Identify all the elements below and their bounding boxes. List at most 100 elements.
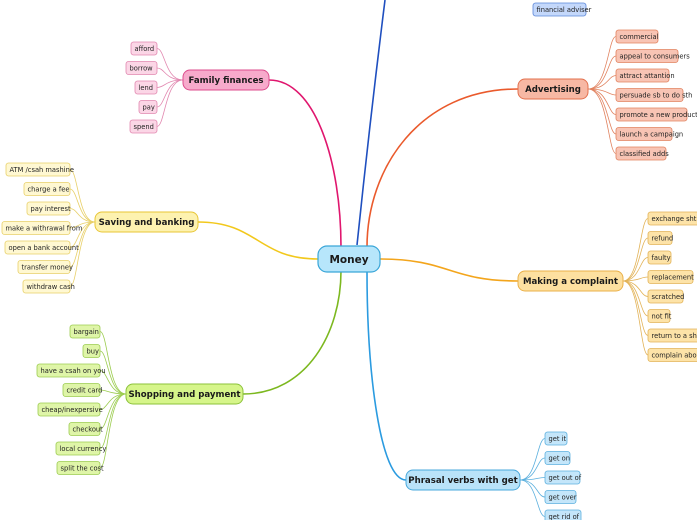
central-node-label: Money xyxy=(329,254,368,266)
leaf-label: transfer money xyxy=(22,264,73,272)
leaf-label: classified adds xyxy=(620,150,670,158)
leaf-label: faulty xyxy=(652,254,671,262)
connector-phrasal-verbs xyxy=(366,270,407,481)
leaf-connector xyxy=(519,438,546,481)
branch-node-family-finances: Family finances xyxy=(182,69,270,91)
leaf-connector xyxy=(156,79,184,127)
leaf-label: split the cost xyxy=(61,465,105,473)
branch-node-label: Saving and banking xyxy=(99,218,195,228)
leaf-box xyxy=(4,240,71,255)
leaf-connector xyxy=(587,36,617,90)
leaf-label: ATM /csah mashine xyxy=(10,166,74,174)
leaf-checkout: checkout xyxy=(68,422,104,436)
leaf-charge-a-fee: charge a fee xyxy=(23,182,71,196)
branch-node-label: Advertising xyxy=(525,85,581,95)
leaf-label: not fit xyxy=(652,313,672,321)
branch-node-shopping-payment: Shopping and payment xyxy=(125,383,244,405)
leaf-not-fit: not fit xyxy=(647,309,672,323)
leaf-label: make a withrawal from xyxy=(6,225,83,233)
leaf-complain-about: complain about xyxy=(647,348,697,362)
branch-node-phrasal-verbs: Phrasal verbs with get xyxy=(405,469,521,491)
leaf-box xyxy=(23,182,71,196)
leaf-faulty: faulty xyxy=(647,250,672,265)
leaf-connector xyxy=(156,79,184,108)
leaf-label: checkout xyxy=(73,426,104,434)
branch-node-box xyxy=(405,469,521,491)
leaf-refund: refund xyxy=(647,231,673,245)
leaf-label: borrow xyxy=(130,65,154,73)
leaf-label: bargain xyxy=(74,328,99,336)
leaf-spend: spend xyxy=(129,119,158,134)
connectors xyxy=(69,0,649,517)
leaf-split-the-cost: split the cost xyxy=(56,461,105,475)
leaf-promote-a-new-product: promote a new product xyxy=(615,107,697,122)
leaf-connector xyxy=(622,280,649,336)
leaf-label: get on xyxy=(549,455,570,463)
leaf-get-over: get over xyxy=(544,490,577,504)
leaf-box xyxy=(56,461,101,475)
leaf-label: financial adviser xyxy=(537,6,592,14)
leaf-label: scratched xyxy=(652,293,685,301)
leaf-box xyxy=(17,260,71,274)
leaf-buy: buy xyxy=(82,344,101,358)
leaf-label: complain about xyxy=(652,352,697,360)
leaf-box xyxy=(615,107,688,122)
leaf-label: return to a shop xyxy=(652,332,697,340)
leaf-box xyxy=(544,470,581,485)
leaf-connector xyxy=(156,67,184,81)
leaf-scratched: scratched xyxy=(647,289,685,304)
branch-node-label: Phrasal verbs with get xyxy=(408,476,517,486)
leaf-connector xyxy=(622,280,649,297)
leaf-connector xyxy=(99,393,127,469)
leaf-replacement: replacement xyxy=(647,270,695,284)
leaf-bargain: bargain xyxy=(69,324,101,339)
leaf-connector xyxy=(622,237,649,282)
leaf-label: cheap/inexpersive xyxy=(42,406,103,414)
leaf-box xyxy=(138,100,158,114)
leaf-connector xyxy=(519,479,546,498)
leaf-transfer-money: transfer money xyxy=(17,260,73,274)
leaf-label: promote a new product xyxy=(620,111,697,119)
branch-node-box xyxy=(125,383,244,405)
leaf-box xyxy=(615,146,667,161)
leaf-box xyxy=(647,348,697,362)
leaf-box xyxy=(37,402,101,417)
leaf-box xyxy=(615,88,684,102)
branch-node-box xyxy=(517,78,589,100)
leaf-box xyxy=(1,221,71,235)
leaf-connector xyxy=(156,48,184,81)
leaf-connector xyxy=(69,208,96,223)
leaf-get-on: get on xyxy=(544,451,571,465)
leaf-label: attract attantion xyxy=(620,72,675,80)
leaf-label: pay xyxy=(143,104,155,112)
leaf-pay-interest: pay interest xyxy=(26,201,71,216)
leaf-have-a-csah-on-you: have a csah on you xyxy=(36,363,106,378)
leaf-make-a-withrawal-from: make a withrawal from xyxy=(1,221,83,235)
connector-family-finances xyxy=(268,79,342,248)
leaf-box xyxy=(26,201,71,216)
leaf-label: get out of xyxy=(549,474,582,482)
leaf-box xyxy=(647,211,697,226)
leaf-box xyxy=(36,363,101,378)
branch-top: financial adviser xyxy=(532,2,592,17)
leaf-connector xyxy=(99,370,127,395)
leaf-label: credit card xyxy=(67,387,103,395)
branch-saving-banking: Saving and banking ATM /csah mashine charg… xyxy=(1,162,199,294)
leaf-commercial: commercial xyxy=(615,29,659,44)
leaf-label: buy xyxy=(87,348,99,356)
leaf-local-currency: local currency xyxy=(55,441,106,456)
leaf-box xyxy=(544,451,571,465)
leaf-box xyxy=(647,328,697,343)
branch-shopping-payment: Shopping and payment bargain buy have a csa… xyxy=(36,324,244,475)
branch-node-advertising: Advertising xyxy=(517,78,589,100)
branch-node-box xyxy=(517,270,624,292)
leaf-box xyxy=(647,309,671,323)
leaf-label: replacement xyxy=(652,274,695,282)
leaf-connector xyxy=(587,88,617,154)
leaf-box xyxy=(615,29,659,44)
